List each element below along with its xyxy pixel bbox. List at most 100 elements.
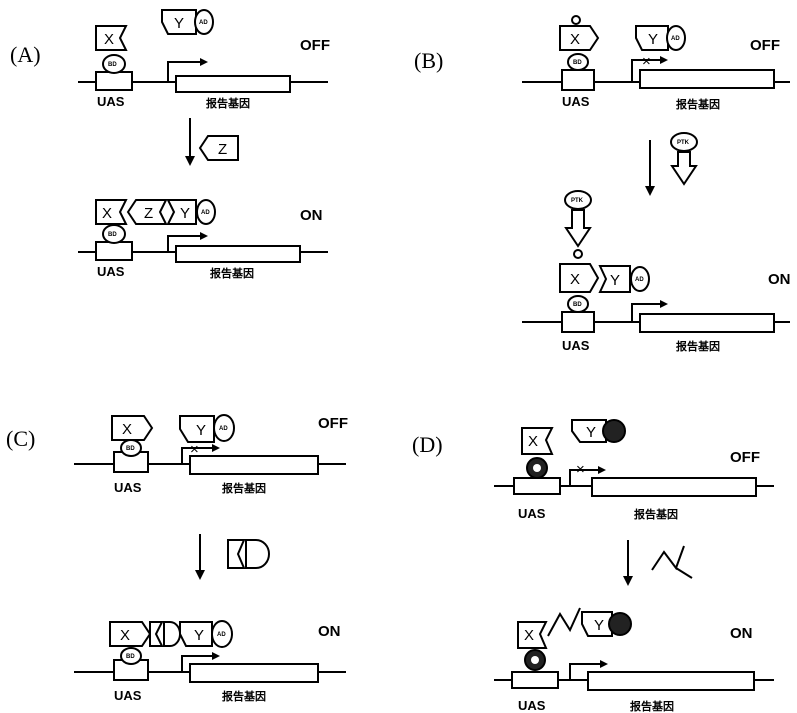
linker-molecule-icon	[548, 608, 580, 636]
uas-box	[96, 72, 132, 90]
bd-label: BD	[126, 654, 135, 660]
ad-label: AD	[201, 210, 210, 216]
y-label: Y	[174, 15, 184, 32]
bd-label: BD	[108, 62, 117, 68]
reporter-gene-box	[190, 664, 318, 682]
transition-arrowhead	[185, 156, 195, 166]
bd-domain-core	[531, 656, 539, 664]
bridging-molecule-icon	[246, 540, 269, 568]
panel-b: (B) OFF BD X UAS 报告基因 × Y AD PTK PTK ON	[414, 16, 791, 353]
panel-b-label: (B)	[414, 48, 443, 73]
uas-box	[512, 672, 558, 688]
reporter-gene-box	[640, 70, 774, 88]
ad-label: AD	[199, 20, 208, 26]
promoter-arrowhead	[598, 466, 606, 474]
uas-label: UAS	[518, 506, 546, 521]
transition-arrowhead	[623, 576, 633, 586]
promoter-arrowhead	[660, 300, 668, 308]
uas-box	[514, 478, 560, 494]
uas-box	[562, 70, 594, 90]
bridging-molecule-icon	[164, 622, 180, 646]
panel-c-label: (C)	[6, 426, 35, 451]
ad-domain	[603, 420, 625, 442]
x-label: X	[570, 31, 580, 48]
x-label: X	[570, 271, 580, 288]
ad-domain	[609, 613, 631, 635]
uas-label: UAS	[97, 94, 125, 109]
panel-d: (D) OFF X UAS 报告基因 × Y ON X Y UAS 报告基因	[412, 420, 774, 713]
uas-box	[562, 312, 594, 332]
promoter-arrowhead	[600, 660, 608, 668]
bd-domain-core	[533, 464, 541, 472]
y-label: Y	[648, 31, 658, 48]
reporter-gene-box	[588, 672, 754, 690]
reporter-gene-box	[640, 314, 774, 332]
reporter-gene-box	[176, 76, 290, 92]
ad-label: AD	[217, 632, 226, 638]
bridging-molecule-icon	[150, 622, 162, 646]
bd-label: BD	[573, 302, 582, 308]
panel-a: (A) OFF BD X UAS 报告基因 Y AD Z ON BD X Z Y	[10, 10, 330, 280]
promoter-arrowhead	[212, 652, 220, 660]
x-label: X	[102, 205, 112, 222]
panel-d-label: (D)	[412, 432, 443, 457]
y-label: Y	[180, 205, 190, 222]
blocked-mark-icon: ×	[576, 461, 585, 478]
panel-a-label: (A)	[10, 42, 41, 67]
z-label: Z	[218, 141, 227, 158]
ad-label: AD	[635, 277, 644, 283]
transition-arrowhead	[195, 570, 205, 580]
linker-molecule-icon	[676, 568, 692, 578]
x-label: X	[120, 627, 130, 644]
bd-label: BD	[126, 446, 135, 452]
uas-label: UAS	[97, 264, 125, 279]
panel-c: (C) OFF BD X UAS 报告基因 × Y AD ON BD X Y A	[6, 415, 348, 703]
reporter-gene-label: 报告基因	[222, 481, 266, 495]
blocked-mark-icon: ×	[190, 441, 199, 458]
reporter-gene-box	[176, 246, 300, 262]
y-label: Y	[194, 627, 204, 644]
phospho-site	[572, 16, 580, 24]
reporter-gene-label: 报告基因	[634, 507, 678, 521]
y-label: Y	[196, 422, 206, 439]
uas-label: UAS	[518, 698, 546, 713]
x-label: X	[524, 627, 534, 644]
bridging-molecule-icon	[228, 540, 244, 568]
ptk-arrow-icon	[672, 152, 696, 184]
reporter-gene-label: 报告基因	[222, 689, 266, 703]
z-label: Z	[144, 205, 153, 222]
bd-label: BD	[108, 232, 117, 238]
phospho-site	[574, 250, 582, 258]
panel-c-on-label: ON	[318, 623, 341, 640]
reporter-gene-label: 报告基因	[210, 266, 254, 280]
x-label: X	[122, 421, 132, 438]
promoter-arrowhead	[212, 444, 220, 452]
panel-d-off-label: OFF	[730, 449, 760, 466]
reporter-gene-box	[592, 478, 756, 496]
blocked-mark-icon: ×	[642, 53, 651, 70]
x-label: X	[104, 31, 114, 48]
ptk-label: PTK	[677, 140, 690, 146]
uas-label: UAS	[562, 94, 590, 109]
uas-box	[96, 242, 132, 260]
panel-b-off-label: OFF	[750, 37, 780, 54]
uas-label: UAS	[114, 480, 142, 495]
promoter-arrowhead	[660, 56, 668, 64]
x-label: X	[528, 433, 538, 450]
y-label: Y	[610, 272, 620, 289]
bd-label: BD	[573, 60, 582, 66]
reporter-gene-label: 报告基因	[676, 97, 720, 111]
uas-label: UAS	[114, 688, 142, 703]
transition-arrowhead	[645, 186, 655, 196]
reporter-gene-box	[190, 456, 318, 474]
ad-label: AD	[219, 426, 228, 432]
reporter-gene-label: 报告基因	[676, 339, 720, 353]
y-label: Y	[594, 617, 604, 634]
ad-label: AD	[671, 36, 680, 42]
panel-c-off-label: OFF	[318, 415, 348, 432]
linker-molecule-icon	[652, 546, 684, 570]
ptk-label: PTK	[571, 198, 584, 204]
panel-d-on-label: ON	[730, 625, 753, 642]
promoter-arrowhead	[200, 232, 208, 240]
